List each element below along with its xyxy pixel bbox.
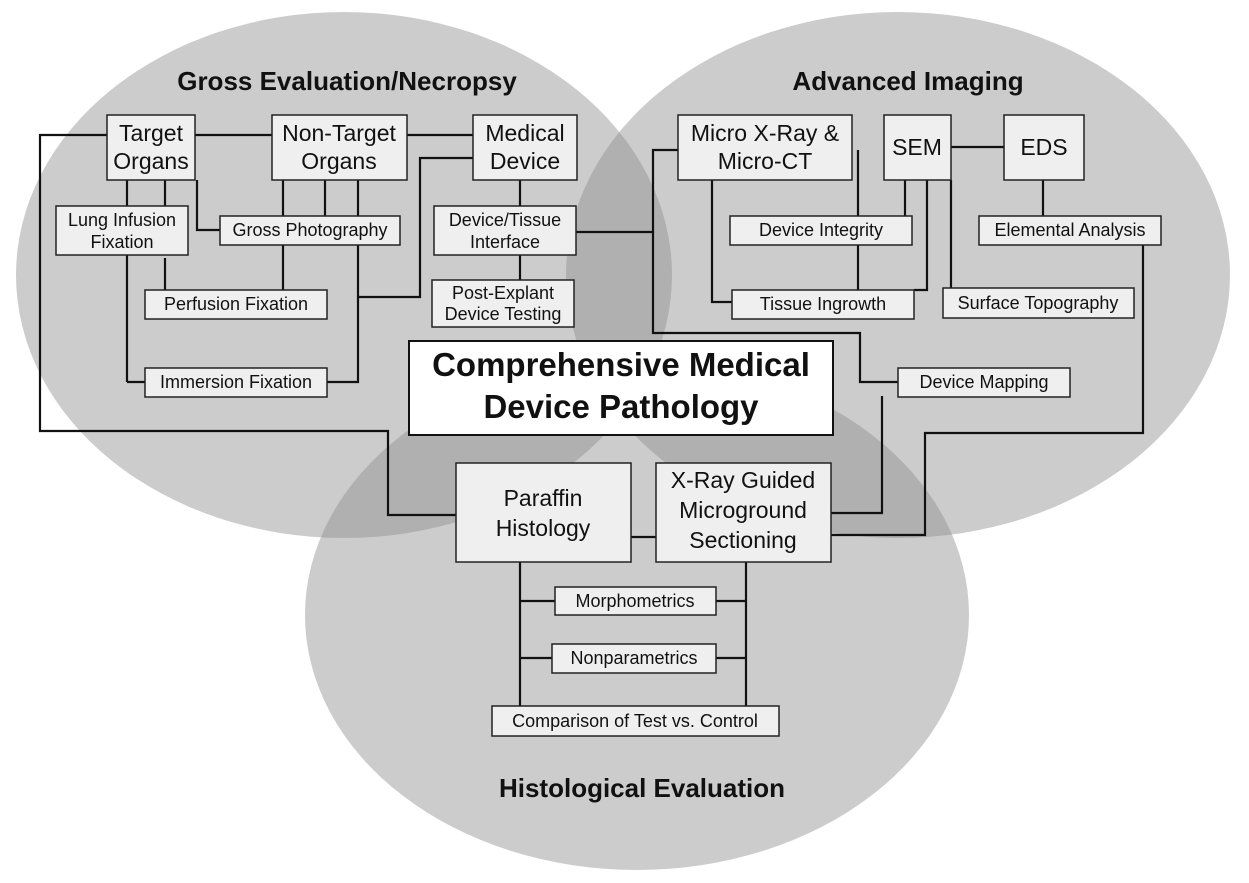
comparison-test-control-box: Comparison of Test vs. Control xyxy=(491,705,780,737)
gross-photography-box: Gross Photography xyxy=(219,215,401,246)
center-title-line2: Device Pathology xyxy=(483,388,759,425)
xray-guided-line2: Microground xyxy=(679,497,807,523)
medical-device-box: Medical Device xyxy=(472,114,578,181)
xray-guided-line3: Sectioning xyxy=(689,527,796,553)
micro-xray-box: Micro X-Ray & Micro-CT xyxy=(677,114,853,181)
non-target-organs-box: Non-Target Organs xyxy=(271,114,408,181)
device-mapping-label: Device Mapping xyxy=(919,372,1048,392)
lung-infusion-fixation-box: Lung Infusion Fixation xyxy=(55,205,189,256)
tissue-ingrowth-label: Tissue Ingrowth xyxy=(760,294,886,314)
center-box: Comprehensive Medical Device Pathology xyxy=(408,340,834,436)
gross-evaluation-title: Gross Evaluation/Necropsy xyxy=(177,66,517,96)
medical-device-line1: Medical xyxy=(485,120,564,146)
paraffin-line2: Histology xyxy=(496,515,591,541)
perfusion-fixation-label: Perfusion Fixation xyxy=(164,294,308,314)
micro-xray-line1: Micro X-Ray & xyxy=(691,120,839,146)
sem-label: SEM xyxy=(892,134,942,160)
device-integrity-box: Device Integrity xyxy=(729,215,913,246)
xray-guided-line1: X-Ray Guided xyxy=(671,467,815,493)
device-integrity-label: Device Integrity xyxy=(759,220,883,240)
morphometrics-box: Morphometrics xyxy=(554,586,717,616)
histological-evaluation-title: Histological Evaluation xyxy=(499,773,785,803)
advanced-imaging-title: Advanced Imaging xyxy=(792,66,1023,96)
tissue-ingrowth-box: Tissue Ingrowth xyxy=(731,289,915,320)
paraffin-histology-box: Paraffin Histology xyxy=(455,462,632,563)
non-target-organs-line2: Organs xyxy=(301,148,376,174)
elemental-analysis-label: Elemental Analysis xyxy=(994,220,1145,240)
non-target-organs-line1: Non-Target xyxy=(282,120,396,146)
surface-topography-label: Surface Topography xyxy=(958,293,1119,313)
device-tissue-line1: Device/Tissue xyxy=(449,210,561,230)
elemental-analysis-box: Elemental Analysis xyxy=(978,215,1162,246)
eds-label: EDS xyxy=(1020,134,1067,160)
post-explant-testing-box: Post-Explant Device Testing xyxy=(431,279,575,328)
eds-box: EDS xyxy=(1003,114,1085,181)
sem-box: SEM xyxy=(883,114,952,181)
center-title-line1: Comprehensive Medical xyxy=(432,346,810,383)
surface-topography-box: Surface Topography xyxy=(942,287,1135,319)
lung-infusion-line1: Lung Infusion xyxy=(68,210,176,230)
xray-guided-sectioning-box: X-Ray Guided Microground Sectioning xyxy=(655,462,832,563)
lung-infusion-line2: Fixation xyxy=(90,232,153,252)
device-tissue-line2: Interface xyxy=(470,232,540,252)
paraffin-line1: Paraffin xyxy=(504,485,583,511)
connector-lines xyxy=(38,133,1145,706)
comparison-label: Comparison of Test vs. Control xyxy=(512,711,758,731)
immersion-fixation-label: Immersion Fixation xyxy=(160,372,312,392)
device-mapping-box: Device Mapping xyxy=(897,367,1071,398)
immersion-fixation-box: Immersion Fixation xyxy=(144,367,328,398)
post-explant-line1: Post-Explant xyxy=(452,283,554,303)
morphometrics-label: Morphometrics xyxy=(575,591,694,611)
nonparametrics-box: Nonparametrics xyxy=(551,643,717,674)
target-organs-line1: Target xyxy=(119,120,184,146)
micro-xray-line2: Micro-CT xyxy=(718,148,813,174)
target-organs-box: Target Organs xyxy=(106,114,196,181)
gross-photography-label: Gross Photography xyxy=(232,220,387,240)
perfusion-fixation-box: Perfusion Fixation xyxy=(144,289,328,320)
post-explant-line2: Device Testing xyxy=(445,304,562,324)
medical-device-line2: Device xyxy=(490,148,560,174)
nonparametrics-label: Nonparametrics xyxy=(570,648,697,668)
device-tissue-interface-box: Device/Tissue Interface xyxy=(433,205,577,256)
target-organs-line2: Organs xyxy=(113,148,188,174)
